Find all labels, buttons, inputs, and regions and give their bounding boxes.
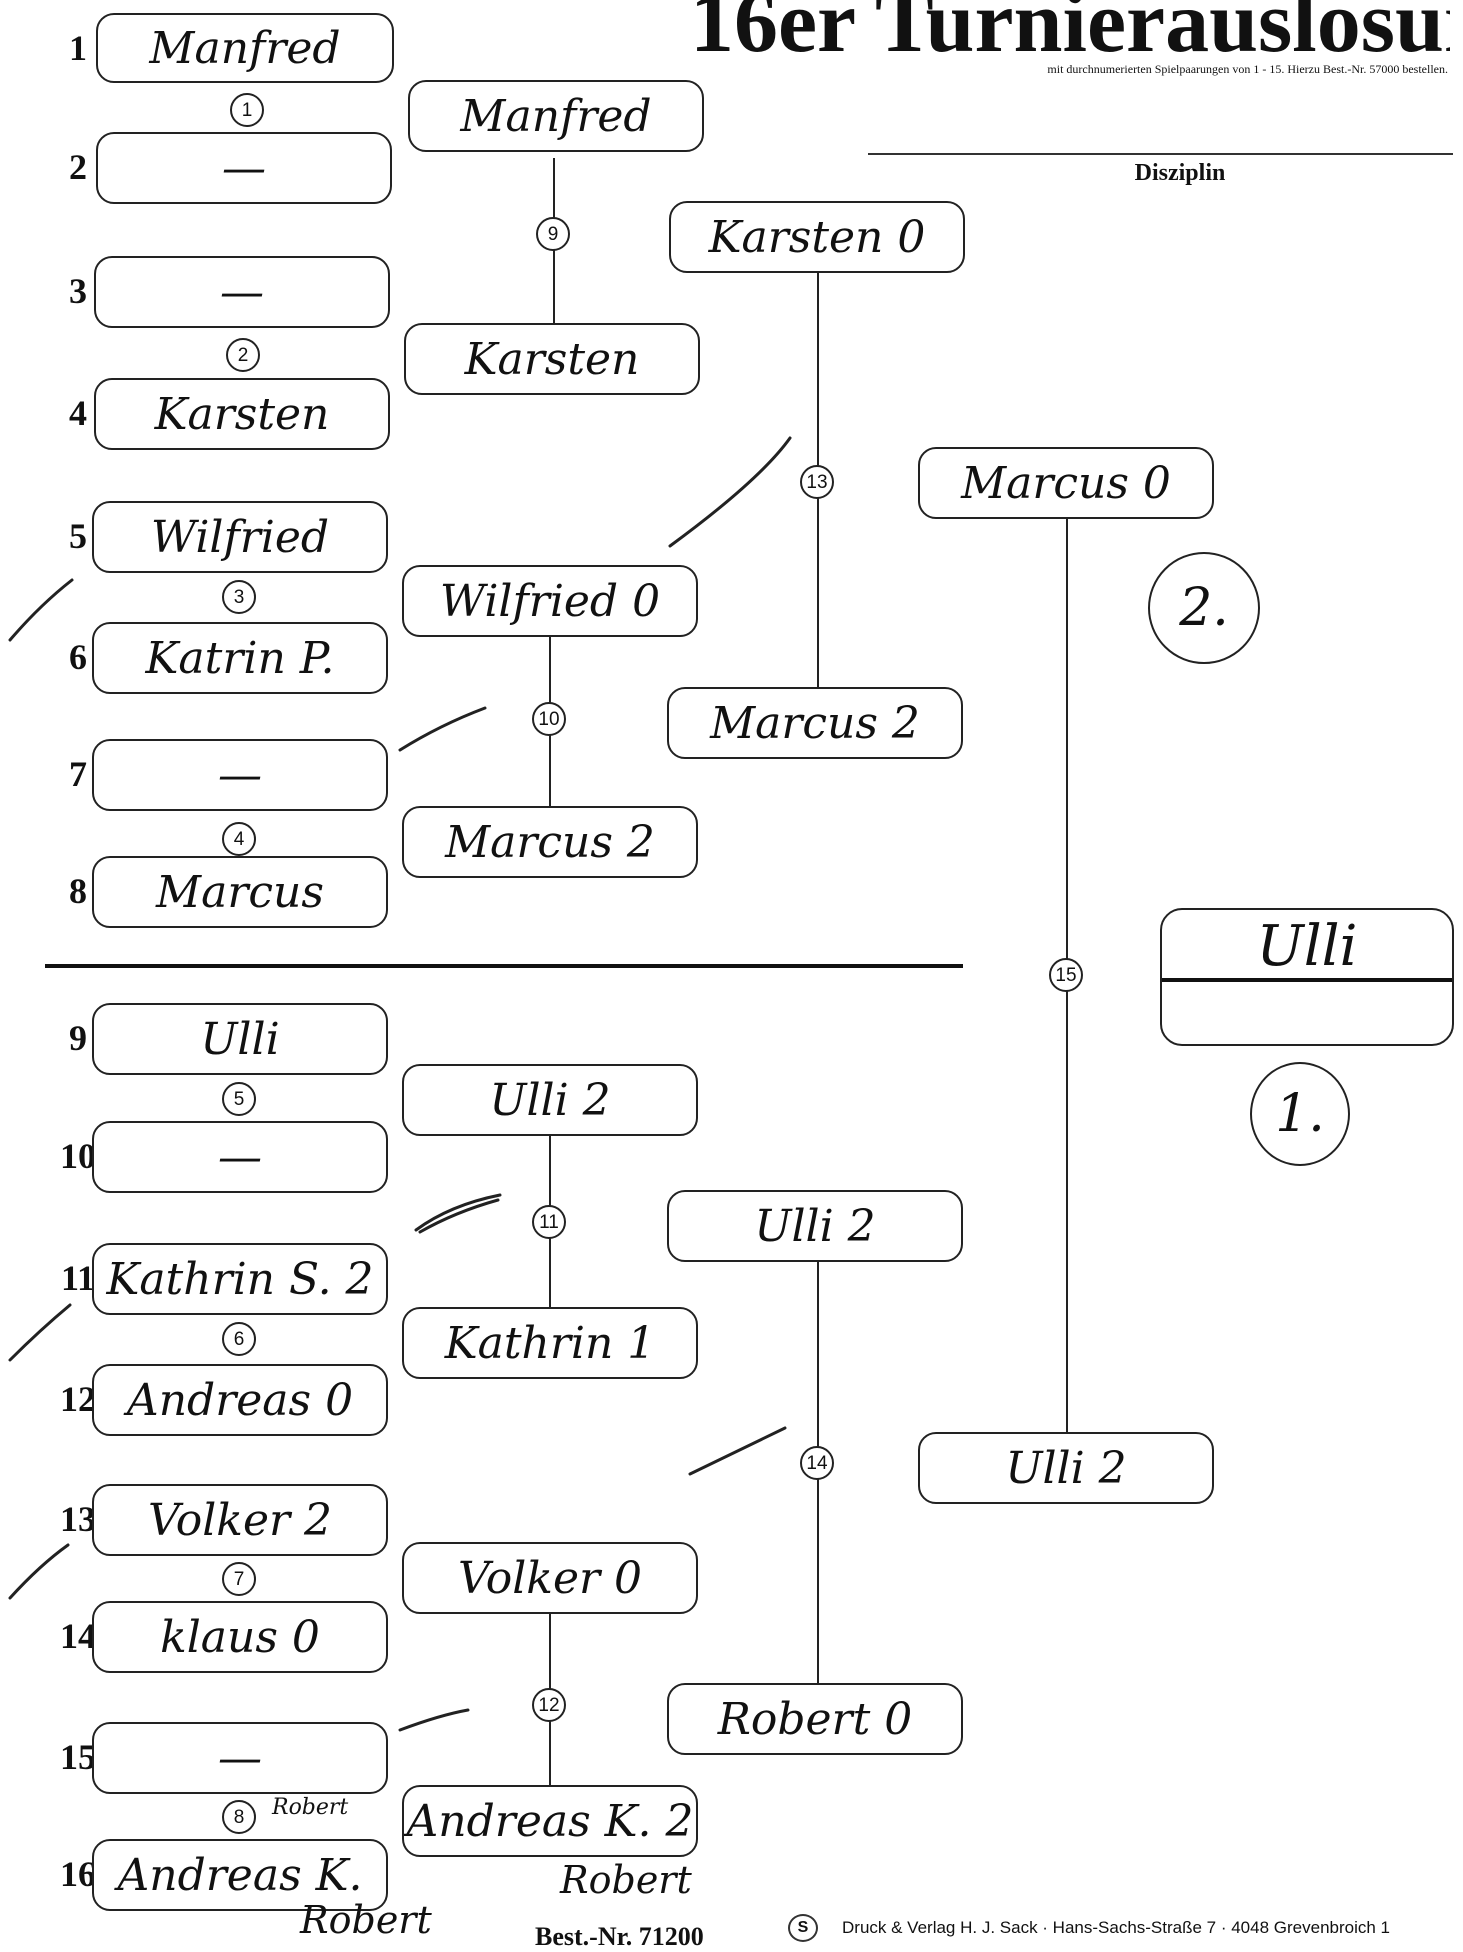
round3-slot: Marcus 2 (667, 687, 963, 759)
round2-slot: Marcus 2 (402, 806, 698, 878)
round3-slot: Karsten 0 (669, 201, 965, 273)
match-number-badge: 4 (222, 822, 256, 856)
round1-slot: Karsten (94, 378, 390, 450)
round2-slot: Karsten (404, 323, 700, 395)
round2-slot: Ulli 2 (402, 1064, 698, 1136)
slot-number: 14 (60, 1616, 96, 1656)
round1-slot: Andreas K. (92, 1839, 388, 1911)
slot-number: 4 (69, 393, 87, 433)
semifinal-slot: Marcus 0 (918, 447, 1214, 519)
match-number-badge: 10 (532, 702, 566, 736)
match-number-badge: 13 (800, 465, 834, 499)
handwritten-note: Robert (300, 1898, 432, 1942)
round1-slot: — (92, 1121, 388, 1193)
winner-box-divider (1162, 978, 1452, 982)
slot-number: 15 (60, 1737, 96, 1777)
order-number: Best.-Nr. 71200 (535, 1922, 704, 1951)
round1-slot: Marcus (92, 856, 388, 928)
slot-number: 12 (60, 1379, 96, 1419)
handwritten-note: Robert (272, 1795, 349, 1820)
slot-number: 8 (69, 871, 87, 911)
match-number-badge: 14 (800, 1446, 834, 1480)
round1-slot: Manfred (96, 13, 394, 83)
slot-number: 5 (69, 516, 87, 556)
match-number-badge: 7 (222, 1562, 256, 1596)
round2-slot: Wilfried 0 (402, 565, 698, 637)
discipline-line (868, 153, 1453, 155)
round2-slot: Andreas K. 2 (402, 1785, 698, 1857)
slot-number: 2 (69, 147, 87, 187)
bracket-divider (45, 964, 963, 968)
winner-name: Ulli (1256, 913, 1358, 979)
slot-number: 10 (60, 1136, 96, 1176)
round1-slot: Katrin P. (92, 622, 388, 694)
slot-number: 1 (69, 28, 87, 68)
publisher-info: Druck & Verlag H. J. Sack · Hans-Sachs-S… (842, 1918, 1391, 1937)
slot-number: 13 (60, 1499, 96, 1539)
match-number-badge: 8 (222, 1800, 256, 1834)
handwritten-note: Robert (560, 1858, 692, 1902)
publisher-logo-icon: S (788, 1914, 818, 1942)
slot-number: 3 (69, 271, 87, 311)
semifinal-slot: Ulli 2 (918, 1432, 1214, 1504)
match-number-badge: 15 (1049, 958, 1083, 992)
second-place-mark: 2. (1148, 552, 1260, 664)
round1-slot: Andreas 0 (92, 1364, 388, 1436)
round3-slot: Robert 0 (667, 1683, 963, 1755)
round1-slot: — (92, 1722, 388, 1794)
slot-number: 7 (69, 754, 87, 794)
slot-number: 16 (60, 1854, 96, 1894)
page-title: 16er Turnierauslosung (690, 0, 1450, 71)
match-number-badge: 9 (536, 217, 570, 251)
round1-slot: Ulli (92, 1003, 388, 1075)
match-number-badge: 12 (532, 1688, 566, 1722)
round1-slot: — (94, 256, 390, 328)
round1-slot: — (92, 739, 388, 811)
round1-slot: Wilfried (92, 501, 388, 573)
match-number-badge: 3 (222, 580, 256, 614)
match-number-badge: 11 (532, 1205, 566, 1239)
slot-number: 6 (69, 637, 87, 677)
round1-slot: klaus 0 (92, 1601, 388, 1673)
round1-slot: Volker 2 (92, 1484, 388, 1556)
match-number-badge: 6 (222, 1322, 256, 1356)
slot-number: 9 (69, 1018, 87, 1058)
match-number-badge: 1 (230, 93, 264, 127)
match-number-badge: 2 (226, 338, 260, 372)
discipline-label: Disziplin (1134, 160, 1226, 186)
page-subtitle: mit durchnumerierten Spielpaarungen von … (1047, 62, 1448, 76)
round1-slot: — (96, 132, 392, 204)
round2-slot: Manfred (408, 80, 704, 152)
round2-slot: Volker 0 (402, 1542, 698, 1614)
round3-slot: Ulli 2 (667, 1190, 963, 1262)
round2-slot: Kathrin 1 (402, 1307, 698, 1379)
match-number-badge: 5 (222, 1082, 256, 1116)
round1-slot: Kathrin S. 2 (92, 1243, 388, 1315)
first-place-mark: 1. (1250, 1062, 1350, 1166)
slot-number: 11 (60, 1258, 95, 1298)
winner-box: Ulli (1160, 908, 1454, 1046)
